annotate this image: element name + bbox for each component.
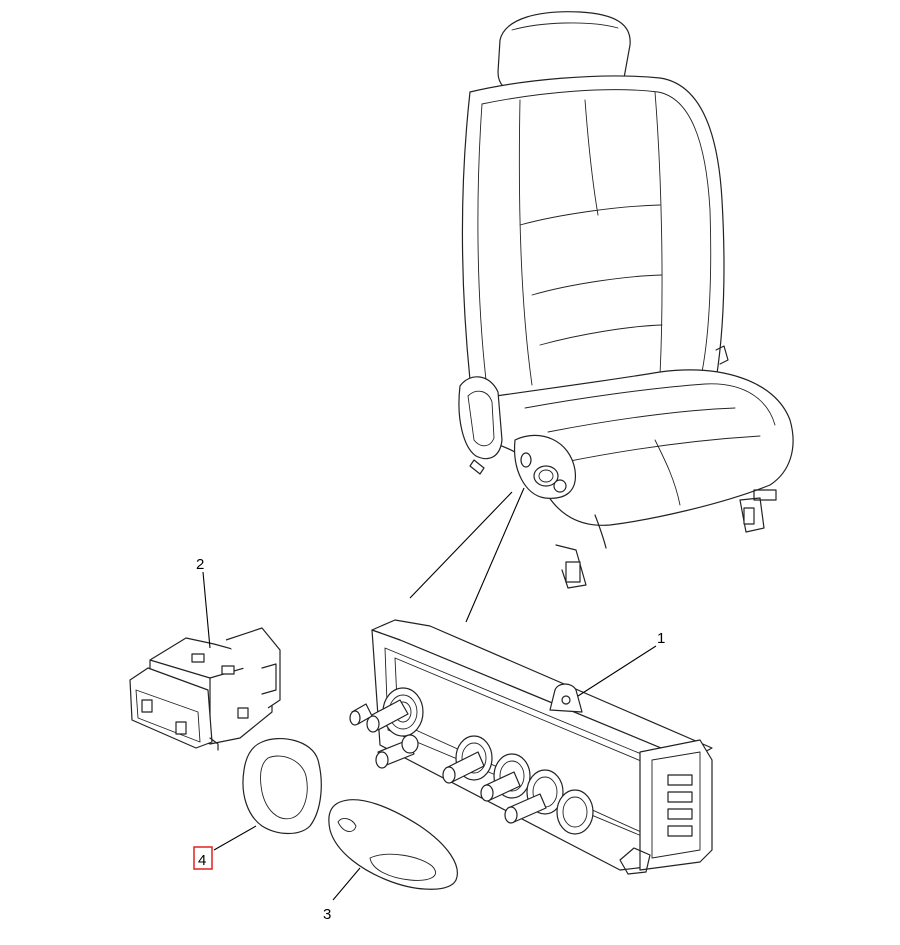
callout-2: 2 — [196, 556, 211, 649]
bezel-part-4 — [242, 738, 322, 835]
callout-1-label: 1 — [657, 630, 665, 647]
callout-2-label: 2 — [196, 556, 204, 573]
leader-seat-left — [409, 491, 513, 599]
callout-4: 4 — [193, 825, 257, 870]
callout-4-highlight-box — [193, 846, 213, 870]
seat-side-trim — [458, 376, 503, 460]
callout-1: 1 — [577, 630, 665, 697]
leader-seat-right — [465, 487, 525, 623]
callout-4-label: 4 — [198, 852, 206, 869]
switch-stems — [349, 699, 547, 824]
bezel-part-3 — [328, 799, 458, 890]
switch-part-2 — [129, 627, 281, 751]
switch-module — [349, 619, 713, 875]
callout-3: 3 — [323, 867, 361, 923]
seat-illustration — [458, 11, 794, 589]
seat-backrest — [461, 75, 725, 403]
callout-3-label: 3 — [323, 906, 331, 923]
